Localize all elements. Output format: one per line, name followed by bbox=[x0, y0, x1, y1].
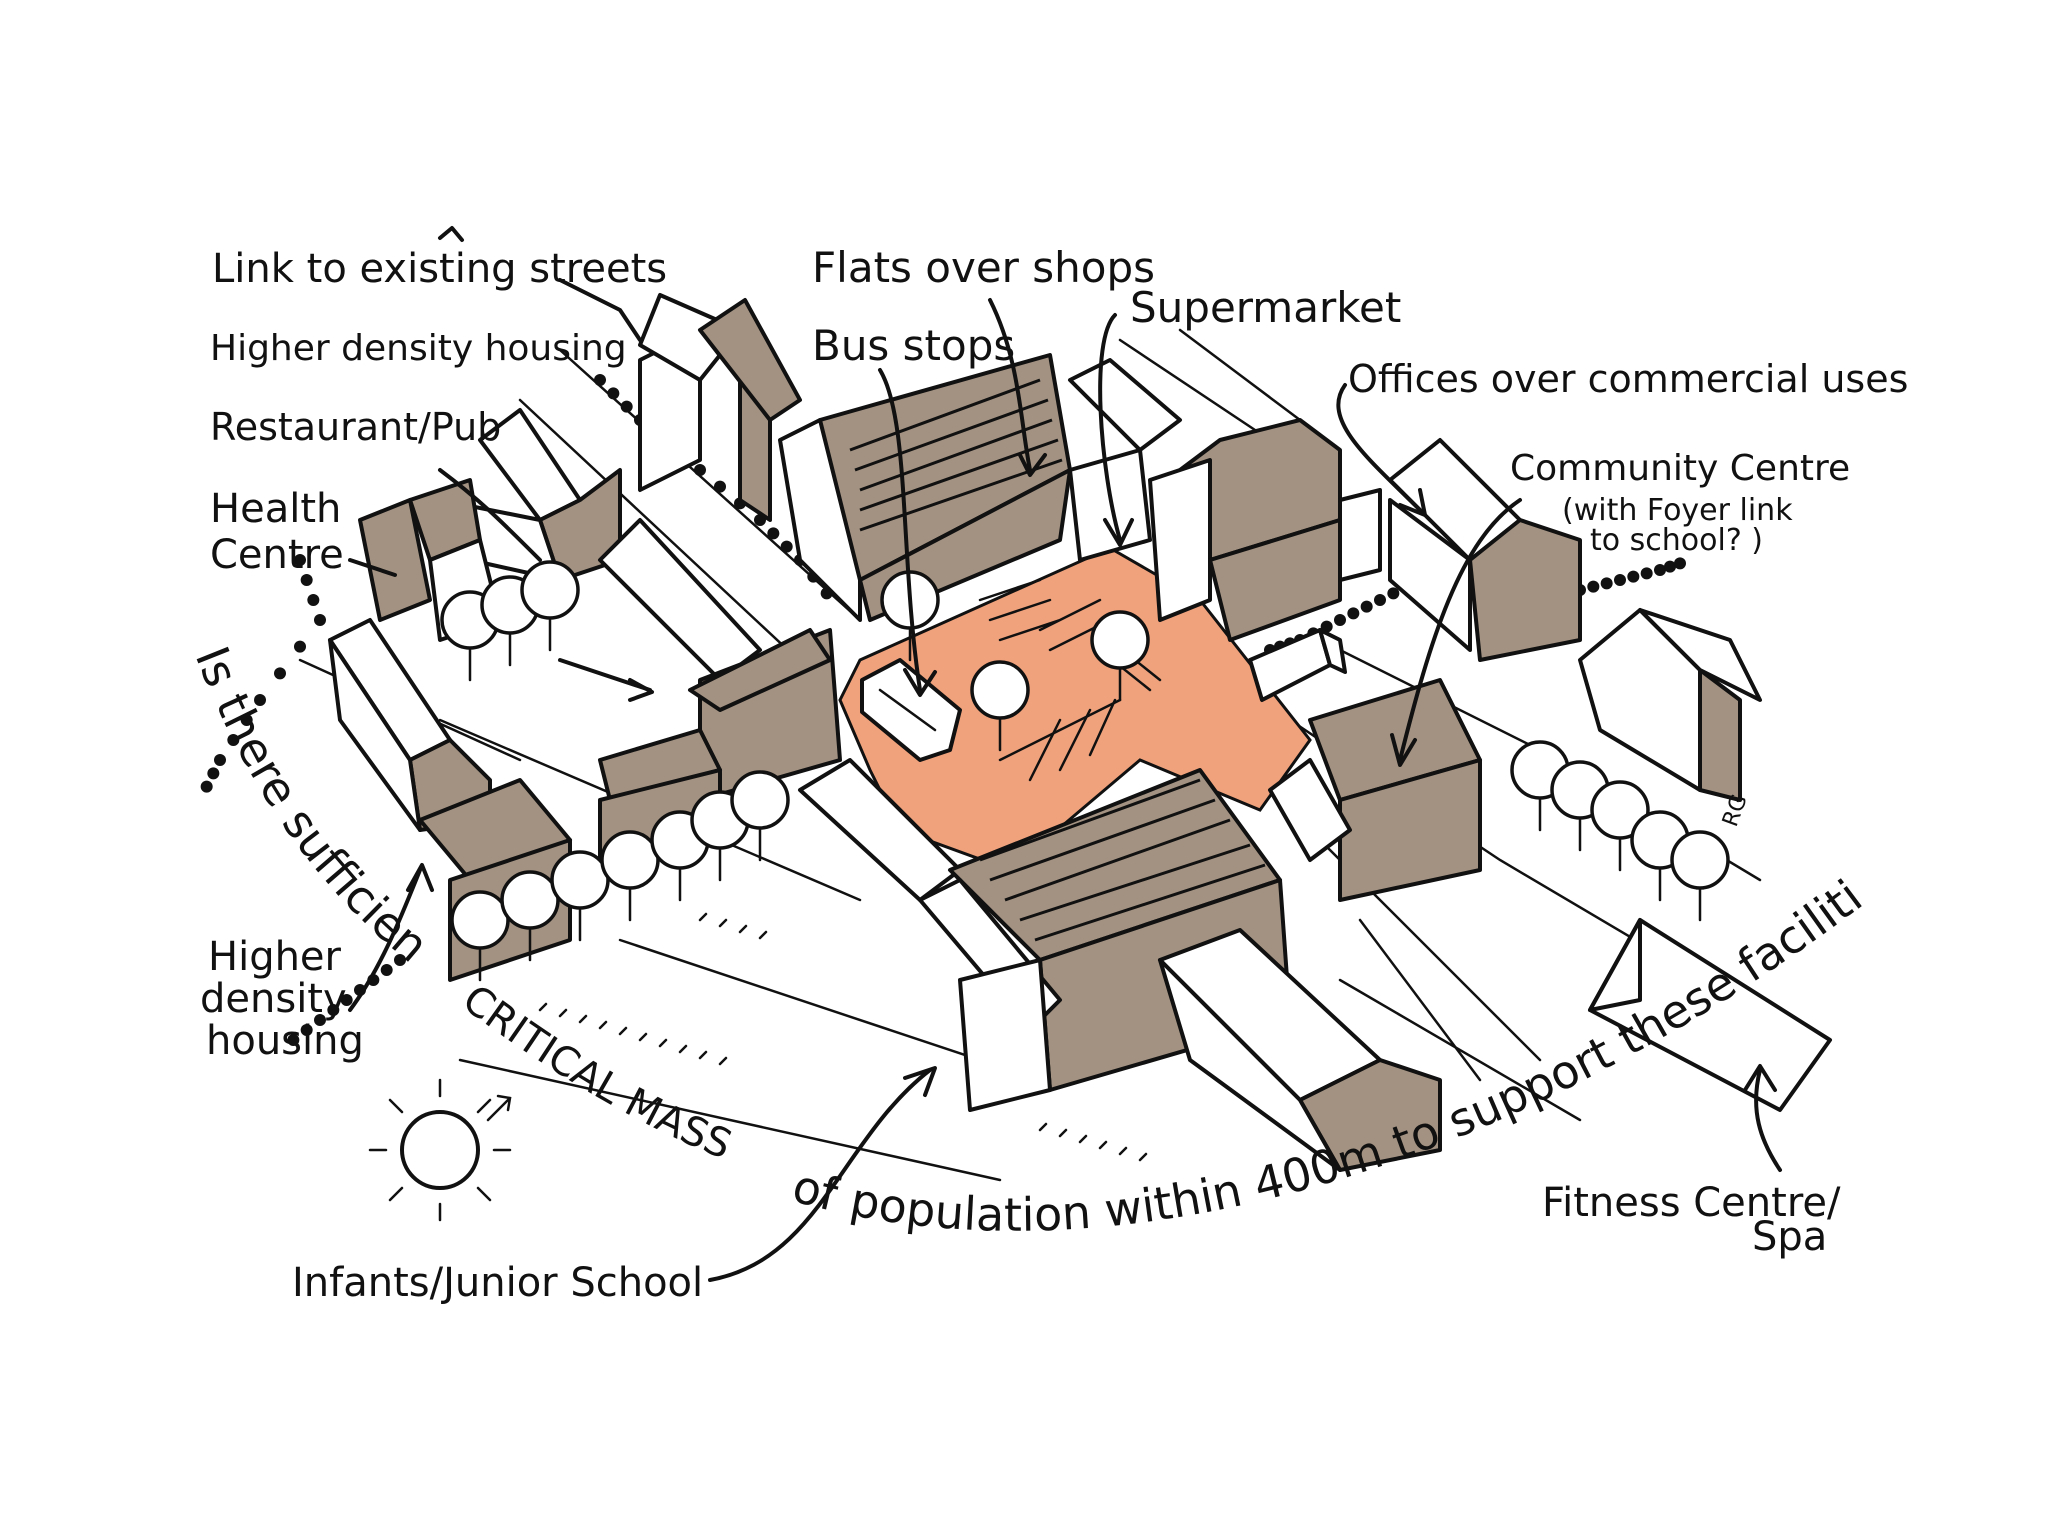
route-dot bbox=[1674, 557, 1686, 570]
school-building bbox=[798, 758, 1292, 1112]
route-dot bbox=[307, 594, 320, 606]
question-part3: of bbox=[787, 1159, 845, 1223]
community-centre bbox=[1388, 438, 1582, 662]
tree bbox=[970, 660, 1030, 752]
label-school: Infants/Junior School bbox=[292, 1260, 703, 1306]
sun-icon bbox=[368, 1078, 512, 1222]
route-dot bbox=[380, 964, 393, 976]
route-dot bbox=[1664, 560, 1676, 573]
label-supermarket: Supermarket bbox=[1130, 283, 1401, 332]
route-dot bbox=[287, 1034, 300, 1046]
trees bbox=[440, 560, 1730, 982]
route-dot bbox=[394, 954, 406, 966]
middle-row bbox=[598, 518, 842, 862]
label-fitness-1: Fitness Centre/ bbox=[1542, 1180, 1841, 1226]
route-dot bbox=[1627, 570, 1640, 583]
route-dot bbox=[254, 694, 266, 706]
route-dot bbox=[294, 554, 306, 566]
route-dot bbox=[1654, 564, 1666, 576]
tree bbox=[1670, 830, 1730, 922]
label-link-streets: Link to existing streets bbox=[212, 246, 667, 292]
route-dot bbox=[300, 1024, 313, 1036]
label-higher-2: density bbox=[200, 976, 347, 1022]
label-fitness-2: Spa bbox=[1752, 1214, 1827, 1260]
route-dot bbox=[240, 714, 253, 726]
tree bbox=[600, 830, 660, 922]
route-dot bbox=[274, 667, 286, 680]
route-dot bbox=[340, 994, 353, 1006]
route-dot bbox=[1387, 587, 1400, 600]
annotation-labels: Link to existing streets Higher density … bbox=[200, 243, 1908, 1306]
route-dot bbox=[207, 767, 220, 780]
label-health-2: Centre bbox=[210, 532, 344, 578]
fitness-centre-building bbox=[1588, 918, 1832, 1112]
label-higher-1: Higher bbox=[208, 934, 342, 980]
route-dot bbox=[300, 574, 313, 586]
label-restaurant-pub: Restaurant/Pub bbox=[210, 405, 501, 449]
route-dot bbox=[767, 527, 780, 540]
route-dot bbox=[200, 780, 213, 793]
offices-building bbox=[1148, 418, 1382, 642]
route-dot bbox=[1360, 600, 1373, 613]
route-dot bbox=[294, 640, 306, 653]
label-bus-stops: Bus stops bbox=[812, 321, 1015, 370]
barn-bottom bbox=[1158, 928, 1442, 1172]
route-dot bbox=[1374, 594, 1386, 606]
route-dot bbox=[1347, 607, 1360, 620]
tree bbox=[520, 560, 580, 652]
route-dot bbox=[620, 400, 633, 413]
route-dot bbox=[714, 480, 726, 493]
bus-right bbox=[1248, 628, 1347, 702]
label-flats-over-shops: Flats over shops bbox=[812, 243, 1155, 292]
route-dot bbox=[1640, 567, 1653, 580]
label-foyer-1: (with Foyer link bbox=[1562, 493, 1793, 528]
label-higher-3: housing bbox=[206, 1018, 364, 1064]
leader-lines bbox=[348, 226, 1782, 1282]
question-part2: CRITICAL MASS bbox=[454, 976, 738, 1169]
route-dot bbox=[780, 540, 793, 553]
terrace-left bbox=[328, 618, 492, 832]
commercial-right bbox=[1268, 678, 1482, 902]
route-dot bbox=[594, 374, 606, 386]
route-dot bbox=[214, 754, 226, 766]
route-dot bbox=[227, 734, 240, 746]
label-community-centre: Community Centre bbox=[1510, 448, 1850, 489]
label-health-1: Health bbox=[210, 486, 341, 532]
route-dot bbox=[1334, 614, 1346, 626]
tree bbox=[1590, 780, 1650, 872]
label-foyer-2: to school? ) bbox=[1590, 523, 1763, 558]
route-dot bbox=[314, 614, 326, 626]
house-far-right bbox=[1578, 608, 1762, 802]
label-offices: Offices over commercial uses bbox=[1348, 357, 1908, 401]
route-dot bbox=[607, 387, 620, 400]
tree bbox=[730, 770, 790, 862]
route-dot bbox=[1600, 577, 1613, 590]
bus bbox=[860, 658, 962, 762]
route-dot bbox=[327, 1004, 340, 1016]
route-dot bbox=[694, 464, 706, 476]
route-dot bbox=[1587, 580, 1600, 593]
label-higher-density-top: Higher density housing bbox=[210, 328, 627, 369]
route-dot bbox=[1614, 574, 1626, 586]
housing-top bbox=[638, 293, 802, 522]
tree bbox=[1090, 610, 1150, 702]
route-dot bbox=[314, 1014, 326, 1026]
